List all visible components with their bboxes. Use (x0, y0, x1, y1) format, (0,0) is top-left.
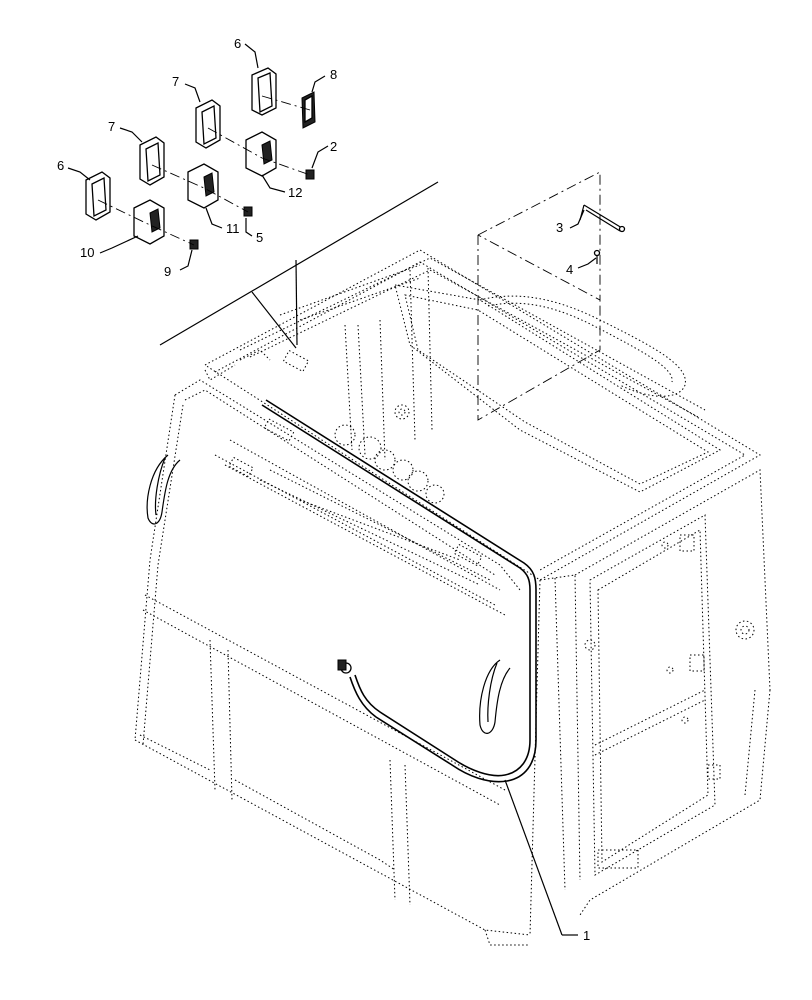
callout-10: 10 (80, 245, 94, 260)
callout-11: 11 (226, 221, 240, 236)
callout-1: 1 (583, 928, 590, 943)
switch-group (85, 67, 626, 264)
callout-7b: 7 (108, 119, 115, 134)
callout-2: 2 (330, 139, 337, 154)
switch-insert-9 (189, 239, 199, 250)
rocker-switch-10 (133, 199, 165, 245)
retaining-clip (593, 249, 601, 264)
switch-bezel-lower (85, 171, 111, 221)
callout-12: 12 (288, 185, 302, 200)
wire-harness (261, 399, 537, 783)
leader-lines (159, 181, 578, 936)
mounting-centerline (477, 171, 601, 421)
callout-ticks (67, 43, 597, 271)
switch-insert-2 (305, 169, 315, 180)
retaining-pin (579, 204, 626, 233)
rocker-switch-11 (187, 163, 219, 209)
callout-6b: 6 (57, 158, 64, 173)
callout-5: 5 (256, 230, 263, 245)
callout-8: 8 (330, 67, 337, 82)
callout-labels: 1 2 3 4 5 6 6 7 7 8 9 10 11 12 (57, 36, 590, 943)
cab-assembly (134, 249, 771, 946)
callout-7a: 7 (172, 74, 179, 89)
callout-9: 9 (164, 264, 171, 279)
callout-4: 4 (566, 262, 573, 277)
switch-bezel-top (251, 67, 277, 116)
switch-body-upper (195, 99, 221, 149)
switch-body-lower (139, 136, 165, 186)
rocker-switch-12 (245, 131, 277, 177)
callout-6a: 6 (234, 36, 241, 51)
callout-3: 3 (556, 220, 563, 235)
